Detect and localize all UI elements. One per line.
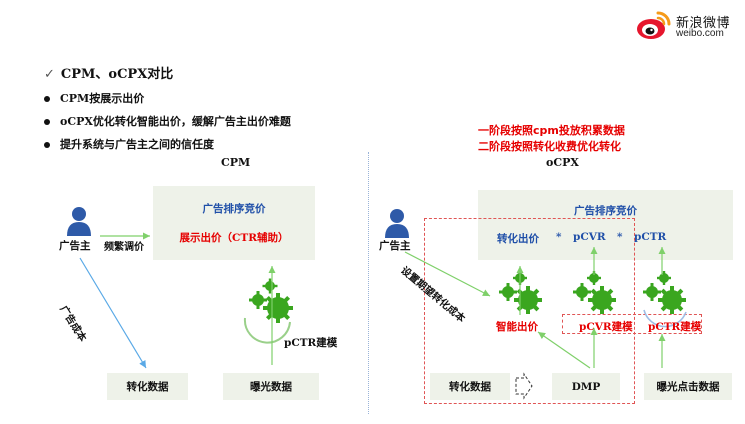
bullet-item: 提升系统与广告主之间的信任度 (44, 136, 214, 152)
ocpx-ranking-panel (478, 190, 733, 260)
dashed-arrow-icon (515, 372, 533, 400)
ocpx-formula-op1: * (556, 231, 562, 243)
smart-bid-label: 智能出价 (496, 321, 538, 333)
bullet-text: CPM按展示出价 (60, 92, 145, 105)
red-note-2: 二阶段按照转化收费优化转化 (478, 140, 621, 153)
weibo-logo: 新浪微博 weibo.com (636, 8, 740, 42)
logo-text-en: weibo.com (676, 28, 724, 39)
pcvr-gear-icon (573, 271, 616, 314)
cpm-ranking-panel (153, 186, 315, 260)
page-heading-text: CPM、oCPX对比 (60, 67, 174, 82)
bullet-item: oCPX优化转化智能出价，缓解广告主出价难题 (44, 113, 291, 129)
ocpx-formula-pctr: pCTR (634, 231, 667, 243)
ocpx-formula-op2: * (617, 231, 623, 243)
cpm-exposure-data-box: 曝光数据 (223, 373, 319, 400)
click-data-box: 曝光点击数据 (644, 373, 732, 400)
cpm-panel-subtitle: 展示出价（CTR辅助） (179, 232, 289, 244)
advertiser-person-icon (67, 207, 91, 236)
bullet-dot-icon (44, 142, 50, 148)
weibo-eye-icon (637, 11, 671, 39)
ocpx-panel-title: 广告排序竞价 (574, 205, 637, 217)
pctr-model-label: pCTR建模 (648, 321, 702, 333)
bullet-dot-icon (44, 96, 50, 102)
logo-text-cn: 新浪微博 (676, 16, 731, 31)
advertiser-person-icon (385, 209, 409, 238)
cpm-panel-title: 广告排序竞价 (202, 203, 266, 215)
bullet-dot-icon (44, 119, 50, 125)
ocpx-advertiser-label: 广告主 (379, 240, 411, 252)
ocpx-dashed-region (424, 218, 635, 404)
ocpx-formula-bid: 转化出价 (497, 233, 539, 245)
bullet-text: 提升系统与广告主之间的信任度 (60, 138, 214, 151)
column-divider (368, 152, 369, 414)
frequent-adjust-label: 频繁调价 (104, 242, 144, 253)
cpm-conversion-data-box: 转化数据 (107, 373, 188, 400)
ocpx-title: oCPX (546, 156, 579, 169)
check-icon: ✓ (44, 67, 55, 82)
pctr-gear-icon (643, 271, 687, 328)
cpm-advertiser-label: 广告主 (59, 240, 91, 252)
bullet-text: oCPX优化转化智能出价，缓解广告主出价难题 (60, 115, 291, 128)
cpm-title: CPM (221, 156, 251, 169)
ocpx-conversion-data-box: 转化数据 (430, 373, 510, 400)
cpm-pctr-model-label: pCTR建模 (284, 337, 338, 349)
red-note-1: 一阶段按照cpm投放积累数据 (478, 124, 625, 137)
bullet-item: CPM按展示出价 (44, 90, 144, 106)
ocpx-formula-pcvr: pCVR (573, 231, 606, 243)
smart-bid-gear-icon (499, 271, 542, 314)
model-dashed-region (562, 314, 702, 334)
page-heading: ✓ CPM、oCPX对比 (44, 63, 173, 82)
dmp-box: DMP (552, 373, 620, 400)
